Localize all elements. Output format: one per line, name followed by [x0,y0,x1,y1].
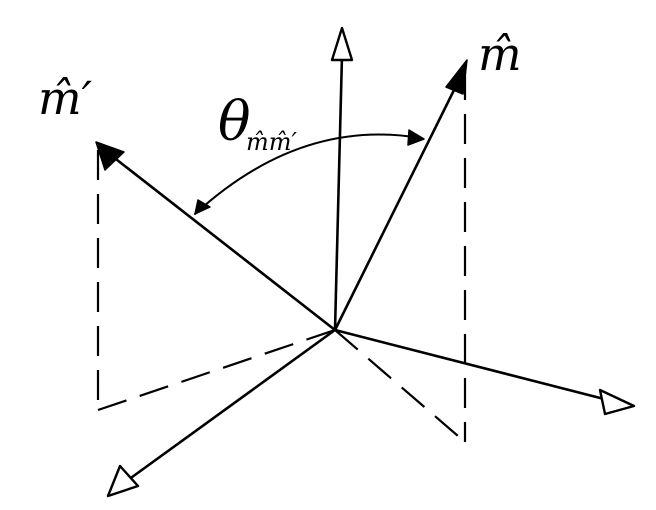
m-hat-ground-projection [334,329,466,443]
m-prime-hat-arrowhead [95,141,125,171]
angle-arc-arrowhead-left [194,199,211,215]
theta-symbol: θ [218,90,251,153]
x-axis-line [126,328,337,482]
m-prime-hat-vector-line [110,154,337,332]
y-axis-arrowhead [598,388,636,416]
m-hat-label: m̂ [478,27,522,81]
y-axis-line [333,328,610,402]
z-axis-arrowhead [330,26,354,62]
m-prime-ground-projection [97,328,336,412]
theta-subscript: m̂m̂′ [246,128,298,156]
angle-arc-arrowhead-right [407,129,425,146]
m-hat-arrowhead [445,59,468,95]
angle-arc [194,133,421,215]
m-prime-hat-label: m̂′ [38,71,93,125]
m-hat-vector-line [333,80,460,332]
z-axis-line [333,53,344,332]
x-axis-arrowhead [106,464,140,498]
